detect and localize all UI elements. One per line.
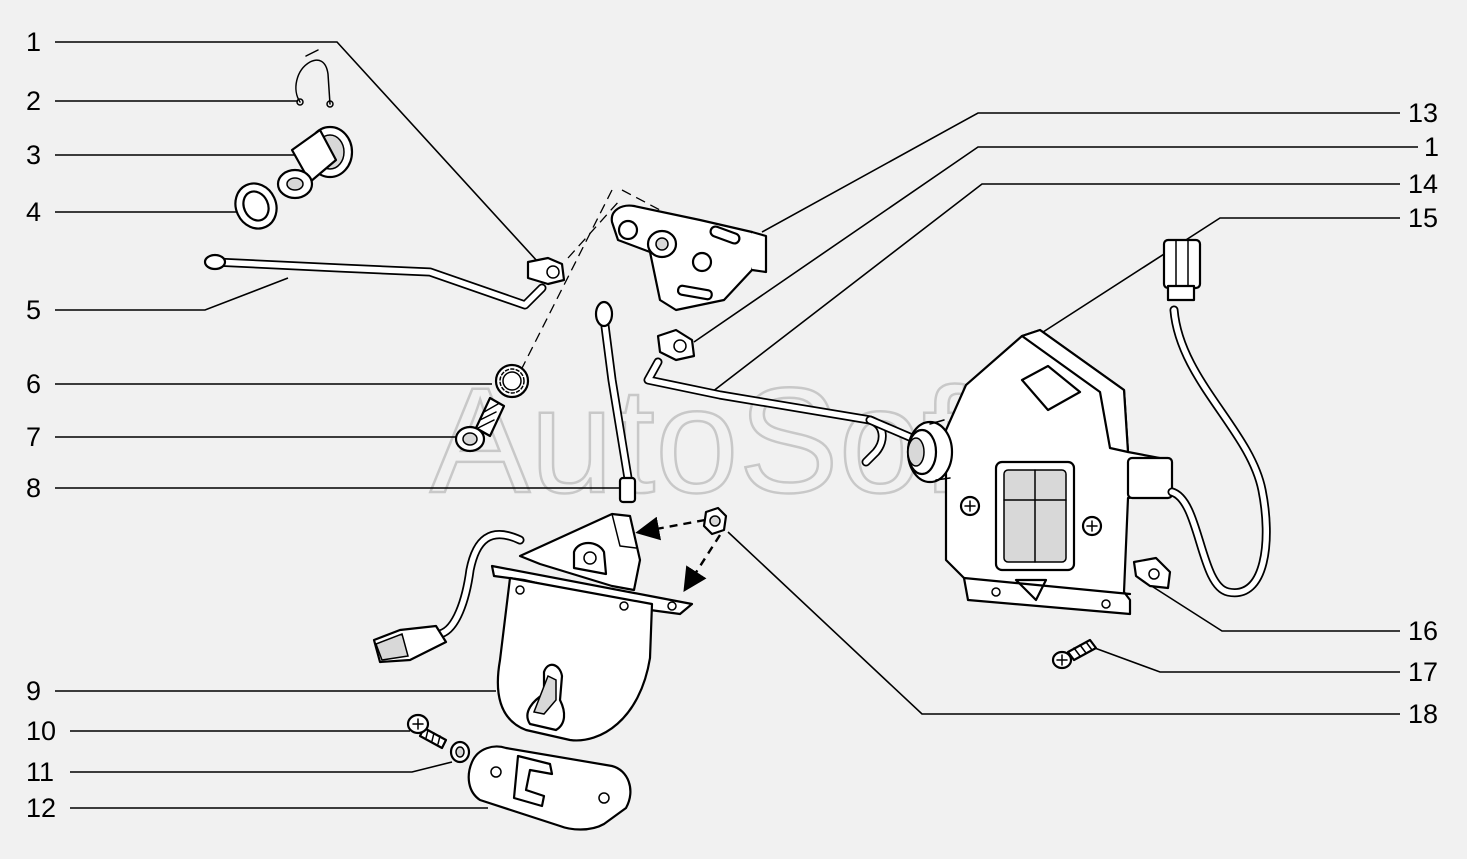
leader-17 [1091, 646, 1400, 673]
callout-17: 17 [1408, 657, 1438, 687]
callout-8: 8 [26, 473, 41, 503]
callout-11: 11 [26, 757, 54, 787]
callouts-left: 1 2 3 4 5 6 7 8 9 10 11 12 [26, 27, 56, 823]
callouts-right: 13 1 14 15 16 17 18 [1408, 98, 1439, 729]
assembly-line-c [567, 199, 621, 259]
leader-1 [55, 41, 539, 263]
actuator-rod [643, 357, 917, 467]
washer [234, 182, 278, 230]
callout-13: 13 [1408, 98, 1438, 128]
leader-16 [1149, 584, 1400, 632]
small-nut [449, 740, 471, 764]
motor-cable [1162, 238, 1271, 598]
trunk-lock [490, 512, 694, 742]
callout-14: 14 [1408, 169, 1438, 199]
assembly-line-a [515, 189, 613, 381]
leader-15 [1039, 217, 1400, 335]
leader-13 [761, 112, 1400, 233]
leader-1b [693, 146, 1418, 343]
callout-5: 5 [26, 295, 41, 325]
lock-cylinder [276, 125, 354, 200]
callout-15: 15 [1408, 203, 1438, 233]
bolt [454, 396, 506, 453]
lever-bracket [610, 204, 768, 312]
star-washer [494, 363, 530, 399]
callout-9: 9 [26, 676, 41, 706]
mounting-bolt [406, 713, 448, 750]
cable-clip [1132, 556, 1172, 590]
nut [702, 506, 728, 536]
callout-1: 1 [26, 27, 41, 57]
callout-18: 18 [1408, 699, 1438, 729]
callout-1b: 1 [1424, 132, 1439, 162]
leader-18 [727, 531, 1400, 715]
assembly-lines [515, 189, 722, 593]
callout-6: 6 [26, 369, 41, 399]
callout-4: 4 [26, 197, 41, 227]
tapping-screw [1051, 638, 1098, 670]
assembly-line-b [621, 189, 661, 211]
callout-3: 3 [26, 140, 41, 170]
leader-11 [70, 761, 453, 773]
link-rod [594, 300, 637, 504]
actuator-motor [906, 328, 1174, 616]
leader-lines [55, 41, 1418, 809]
rod-clip-left [526, 256, 566, 286]
striker-plate [467, 745, 632, 831]
callout-12: 12 [26, 793, 56, 823]
callout-7: 7 [26, 422, 41, 452]
callout-10: 10 [26, 716, 56, 746]
leader-14 [711, 183, 1400, 393]
leader-5 [55, 277, 289, 311]
spring-clip [295, 49, 334, 108]
lock-rod [203, 253, 547, 310]
callout-16: 16 [1408, 616, 1438, 646]
assembly-arrow-left [635, 516, 706, 541]
lock-cable [372, 530, 525, 664]
callout-2: 2 [26, 86, 41, 116]
assembly-arrow-down [683, 534, 722, 593]
rod-clip-middle [656, 328, 696, 362]
